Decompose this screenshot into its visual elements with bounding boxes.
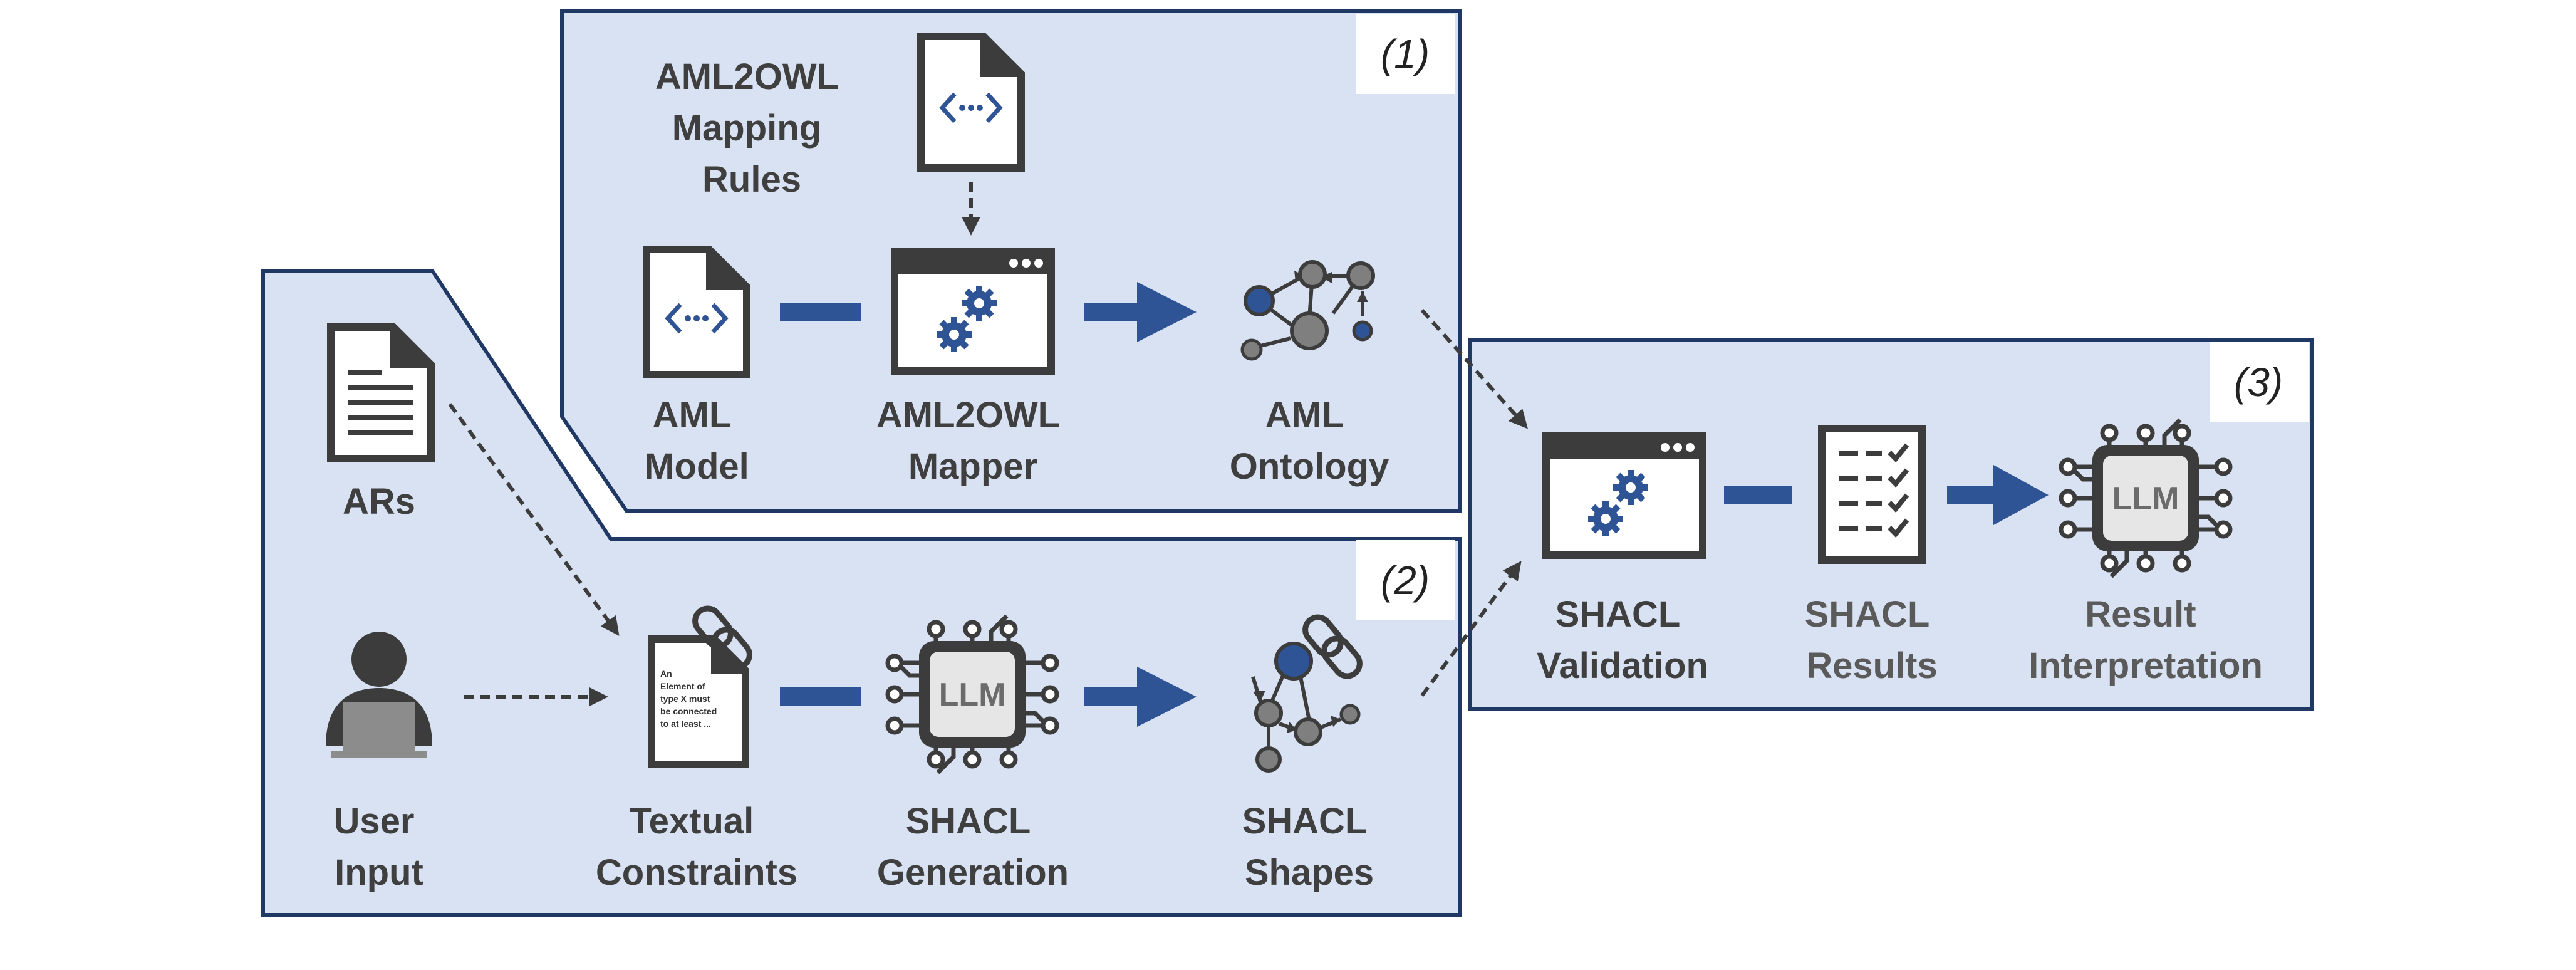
aml-model-label: AML Model (644, 395, 749, 487)
llm-chip-icon: LLM (885, 614, 1059, 774)
dashed-arrow (1420, 309, 1528, 429)
textual-constraints-label: Textual Constraints (596, 801, 797, 893)
section-1-tag: (1) (1381, 31, 1430, 76)
code-file-icon (643, 246, 750, 378)
shacl-shapes-label: SHACL Shapes (1242, 801, 1377, 893)
section-2-tag: (2) (1381, 558, 1430, 603)
dashed-arrow (1420, 561, 1522, 697)
aml-ontology-label: AML Ontology (1230, 395, 1389, 487)
text-document-icon: An Element of type X must be connected t… (648, 635, 749, 768)
code-file-icon (917, 33, 1025, 172)
dashed-arrow (448, 403, 620, 636)
shacl-validation-label: SHACL Validation (1537, 594, 1708, 686)
flow-arrow (1084, 282, 1197, 342)
result-interpretation-label: Result Interpretation (2028, 594, 2263, 686)
user-input-label: User Input (333, 801, 424, 893)
shacl-generation-label: SHACL Generation (877, 801, 1069, 893)
graph-icon (1240, 260, 1375, 361)
flow-arrow (1947, 465, 2049, 525)
chain-link-icon (692, 605, 752, 670)
llm-chip-label: LLM (2112, 481, 2179, 517)
checklist-icon (1818, 425, 1926, 564)
user-laptop-icon (326, 632, 432, 758)
llm-chip-label: LLM (939, 677, 1006, 713)
gear-window-icon (891, 248, 1055, 375)
connector-bar (1724, 486, 1792, 504)
gear-window-icon (1542, 432, 1706, 559)
connector-bar (780, 687, 861, 706)
connector-bar (780, 303, 861, 321)
constraint-text: An Element of type X must be connected t… (660, 669, 719, 729)
ars-label: ARs (343, 481, 415, 522)
section-3-tag: (3) (2234, 360, 2283, 405)
shacl-results-label: SHACL Results (1805, 594, 1940, 686)
aml2owl-mapper-label: AML2OWL Mapper (876, 395, 1069, 487)
text-document-icon (327, 323, 435, 462)
llm-chip-icon: LLM (2059, 418, 2233, 578)
graph-icon (1251, 642, 1361, 773)
section-2-panel (261, 269, 1462, 917)
flow-arrow (1084, 667, 1197, 727)
chain-link-icon (1302, 614, 1363, 679)
mapping-rules-label: AML2OWL Mapping Rules (655, 56, 848, 200)
